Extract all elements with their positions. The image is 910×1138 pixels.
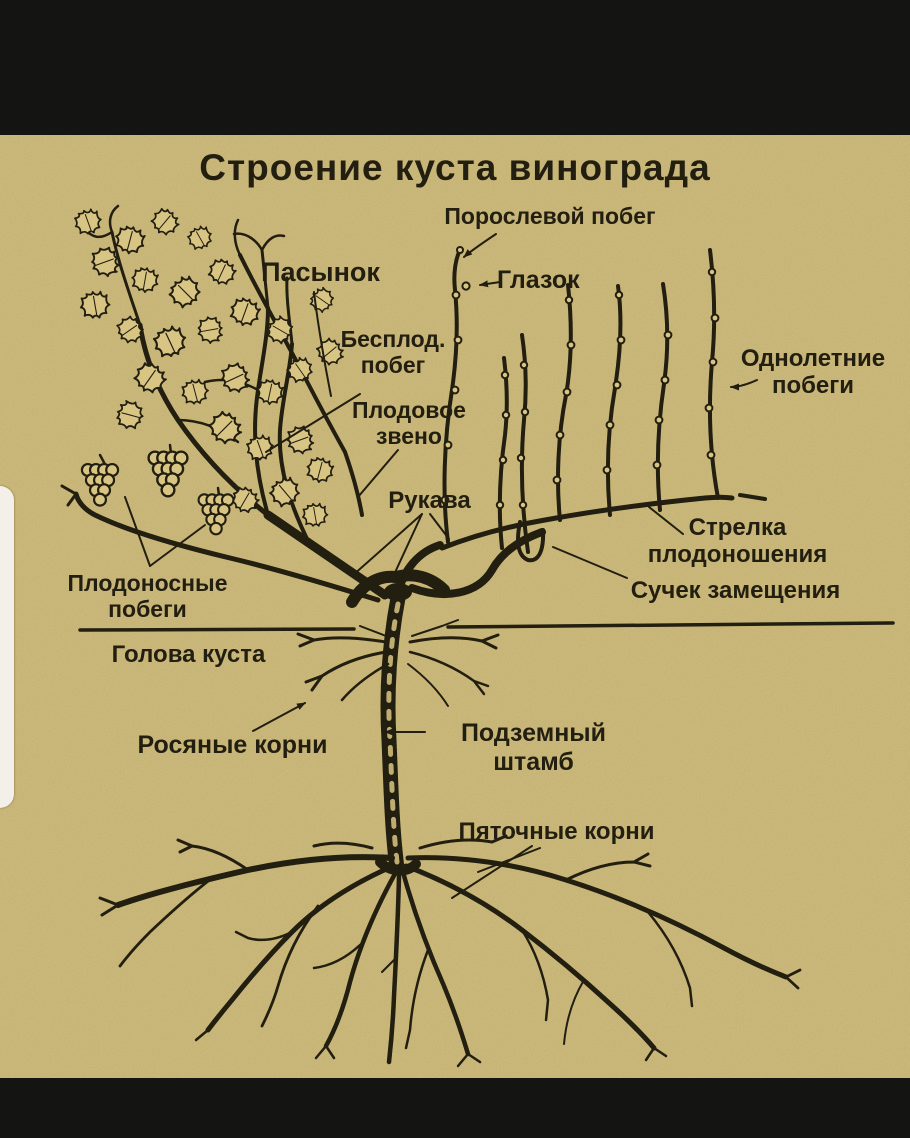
label-eye: Глазок <box>497 266 580 294</box>
vine-illustration <box>0 135 910 1078</box>
label-fruiting-arrow: Стрелка плодоношения <box>647 514 828 569</box>
label-fruit-link: Плодовое звено <box>352 397 466 450</box>
dew-roots <box>296 619 500 707</box>
fruiting-arrow-cane <box>439 493 767 551</box>
leader-lines <box>124 233 758 899</box>
diagram-canvas: Строение куста винограда Порослевой побе… <box>0 135 910 1078</box>
vine-arms <box>60 484 546 603</box>
label-stepson: Пасынок <box>261 257 380 287</box>
label-sucker-shoot: Порослевой побег <box>444 203 656 229</box>
shoot-buds <box>440 246 720 510</box>
side-drawer-handle[interactable] <box>0 486 14 808</box>
diagram-title: Строение куста винограда <box>199 147 711 188</box>
label-replacement-knot: Сучек замещения <box>630 577 841 604</box>
replacement-spur <box>516 520 546 563</box>
letterbox-bottom <box>0 1078 910 1138</box>
heel-roots <box>98 834 802 1068</box>
label-one-year-shoots: Однолетние побеги <box>740 345 886 400</box>
label-barren-shoot: Бесплод. побег <box>340 326 446 379</box>
letterbox-top <box>0 0 910 135</box>
ground-line <box>78 621 895 632</box>
label-heel-roots: Пяточные корни <box>458 818 655 845</box>
underground-trunk <box>375 590 421 876</box>
label-arms: Рукава <box>388 487 471 514</box>
label-underground-trunk: Подземный штамб <box>460 719 607 776</box>
label-bush-head: Голова куста <box>111 641 266 668</box>
label-dew-roots: Росяные корни <box>137 731 328 759</box>
label-fruiting-shoots: Плодоносные побеги <box>67 570 228 623</box>
